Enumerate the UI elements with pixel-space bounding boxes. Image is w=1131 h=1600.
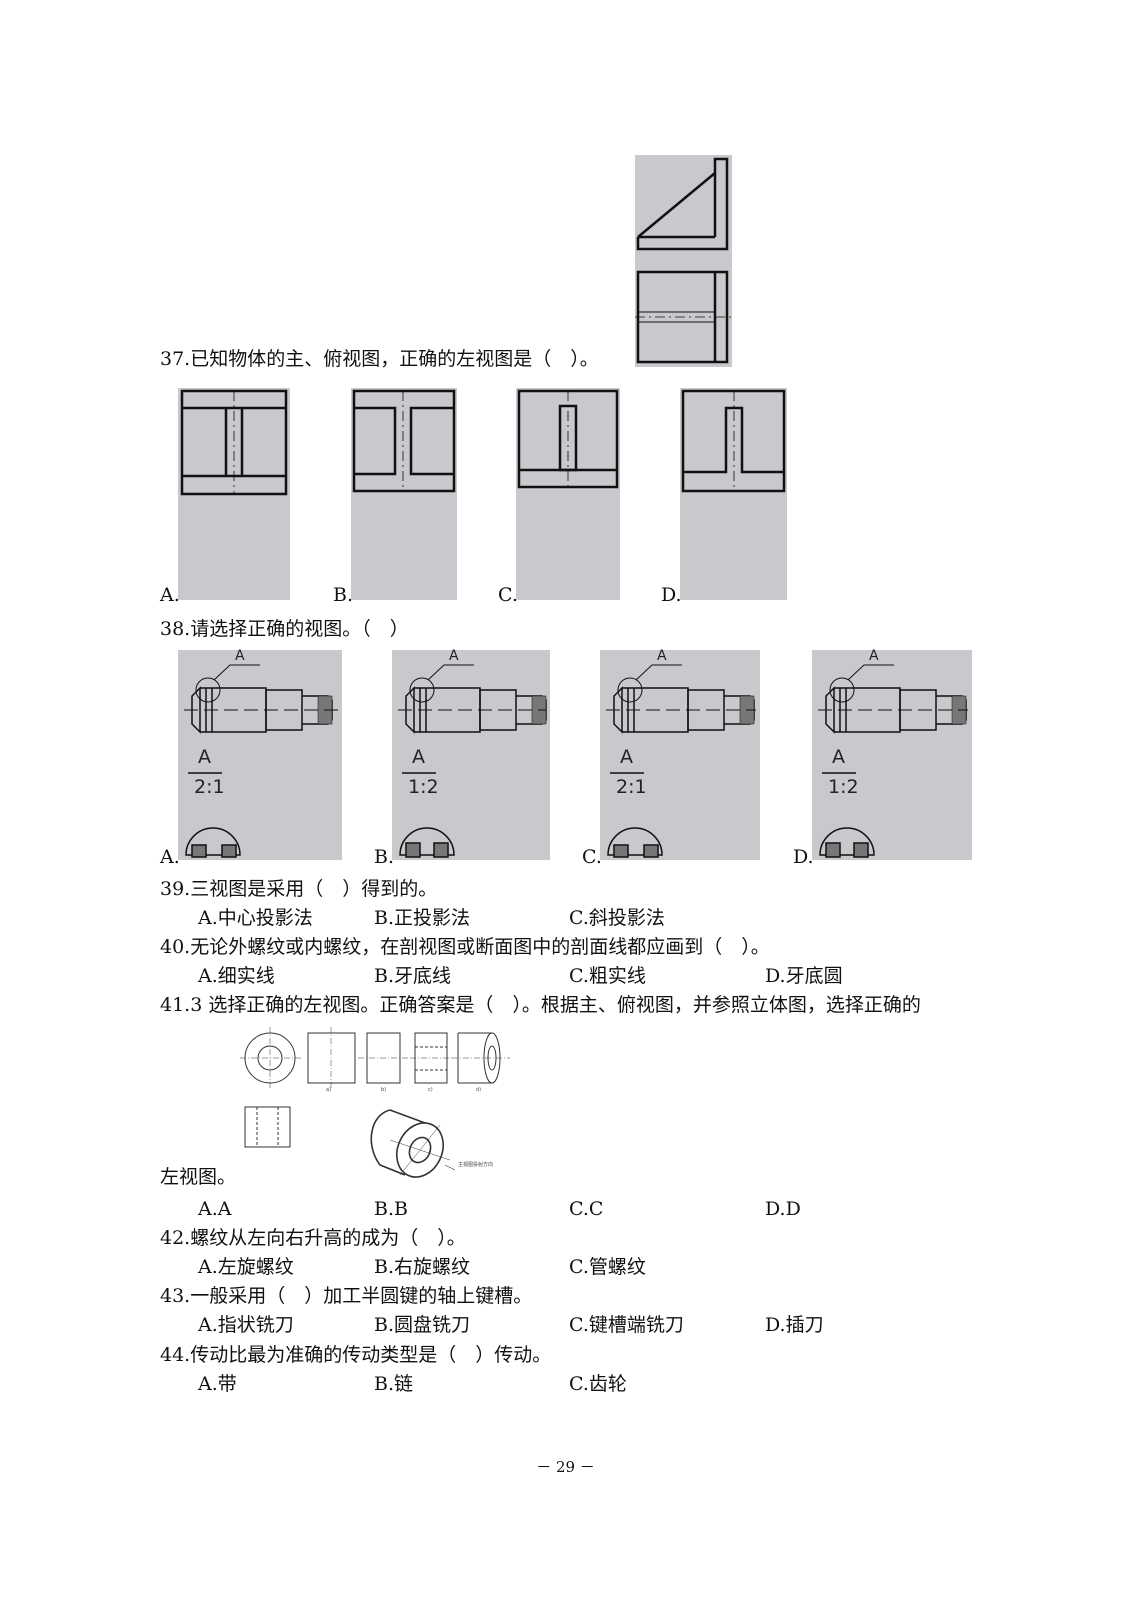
- question-43-text: 43.一般采用（ ）加工半圆键的轴上键槽。: [160, 1285, 533, 1307]
- detail-scale-label: 2:1: [194, 776, 225, 798]
- q41-option-b[interactable]: B.B: [374, 1198, 408, 1220]
- q37-label-c[interactable]: C.: [498, 584, 518, 606]
- detail-view-label: A: [412, 746, 425, 768]
- q37-option-a-figure: [178, 388, 290, 600]
- q44-option-a[interactable]: A.带: [198, 1373, 237, 1395]
- q39-option-a[interactable]: A.中心投影法: [198, 907, 313, 929]
- q41-figure: a) b) c) d) 主视图投射方向: [240, 1025, 520, 1190]
- q41-option-d[interactable]: D.D: [765, 1198, 801, 1220]
- q42-option-b[interactable]: B.右旋螺纹: [374, 1256, 471, 1278]
- q40-option-d[interactable]: D.牙底圆: [765, 965, 843, 987]
- q38-option-a-figure: A A 2:1: [178, 648, 342, 860]
- detail-scale-label: 1:2: [828, 776, 859, 798]
- question-37-text: 37.已知物体的主、俯视图，正确的左视图是（ ）。: [160, 348, 599, 370]
- question-39-text: 39.三视图是采用（ ）得到的。: [160, 878, 438, 900]
- q43-option-b[interactable]: B.圆盘铣刀: [374, 1314, 471, 1336]
- q39-option-b[interactable]: B.正投影法: [374, 907, 471, 929]
- q38-label-a[interactable]: A.: [160, 846, 180, 868]
- q40-option-b[interactable]: B.牙底线: [374, 965, 452, 987]
- q38-label-c[interactable]: C.: [582, 846, 602, 868]
- q41-fig-label-d: d): [476, 1087, 482, 1093]
- q37-given-views-figure: [635, 155, 732, 367]
- question-41-text-cont: 左视图。: [160, 1166, 237, 1188]
- q37-label-b[interactable]: B.: [333, 584, 354, 606]
- q37-option-d-figure: [680, 388, 787, 600]
- detail-callout-label: A: [657, 648, 667, 664]
- q38-label-d[interactable]: D.: [793, 846, 814, 868]
- q41-fig-label-a: a): [326, 1087, 332, 1093]
- q43-option-a[interactable]: A.指状铣刀: [198, 1314, 294, 1336]
- q38-label-b[interactable]: B.: [374, 846, 395, 868]
- q38-option-b-figure: A A 1:2: [392, 648, 550, 860]
- question-44-text: 44.传动比最为准确的传动类型是（ ）传动。: [160, 1344, 552, 1366]
- q42-option-c[interactable]: C.管螺纹: [569, 1256, 646, 1278]
- q41-fig-label-c: c): [428, 1087, 433, 1093]
- detail-view-label: A: [832, 746, 845, 768]
- q42-option-a[interactable]: A.左旋螺纹: [198, 1256, 294, 1278]
- question-40-text: 40.无论外螺纹或内螺纹，在剖视图或断面图中的剖面线都应画到（ ）。: [160, 936, 770, 958]
- detail-callout-label: A: [449, 648, 459, 664]
- q38-option-d-figure: A A 1:2: [812, 648, 972, 860]
- q44-option-b[interactable]: B.链: [374, 1373, 414, 1395]
- q40-option-c[interactable]: C.粗实线: [569, 965, 646, 987]
- q41-fig-label-b: b): [381, 1087, 387, 1093]
- question-38-text: 38.请选择正确的视图。（ ）: [160, 618, 409, 640]
- q39-option-c[interactable]: C.斜投影法: [569, 907, 665, 929]
- detail-callout-label: A: [235, 648, 245, 664]
- q37-option-b-figure: [351, 388, 457, 600]
- q44-option-c[interactable]: C.齿轮: [569, 1373, 627, 1395]
- q40-option-a[interactable]: A.细实线: [198, 965, 275, 987]
- q43-option-d[interactable]: D.插刀: [765, 1314, 824, 1336]
- q37-label-d[interactable]: D.: [661, 584, 682, 606]
- q38-option-c-figure: A A 2:1: [600, 648, 760, 860]
- detail-callout-label: A: [869, 648, 879, 664]
- detail-view-label: A: [198, 746, 211, 768]
- q37-label-a[interactable]: A.: [160, 584, 180, 606]
- q37-option-c-figure: [516, 388, 620, 600]
- q41-option-a[interactable]: A.A: [198, 1198, 232, 1220]
- detail-scale-label: 2:1: [616, 776, 647, 798]
- q41-option-c[interactable]: C.C: [569, 1198, 604, 1220]
- page-number: － 29 －: [536, 1458, 595, 1476]
- q43-option-c[interactable]: C.键槽端铣刀: [569, 1314, 684, 1336]
- detail-view-label: A: [620, 746, 633, 768]
- question-42-text: 42.螺纹从左向右升高的成为（ ）。: [160, 1227, 466, 1249]
- q41-fig-caption: 主视图投射方向: [458, 1162, 494, 1168]
- detail-scale-label: 1:2: [408, 776, 439, 798]
- question-41-text: 41.3 选择正确的左视图。正确答案是（ ）。根据主、俯视图，并参照立体图，选择…: [160, 994, 921, 1016]
